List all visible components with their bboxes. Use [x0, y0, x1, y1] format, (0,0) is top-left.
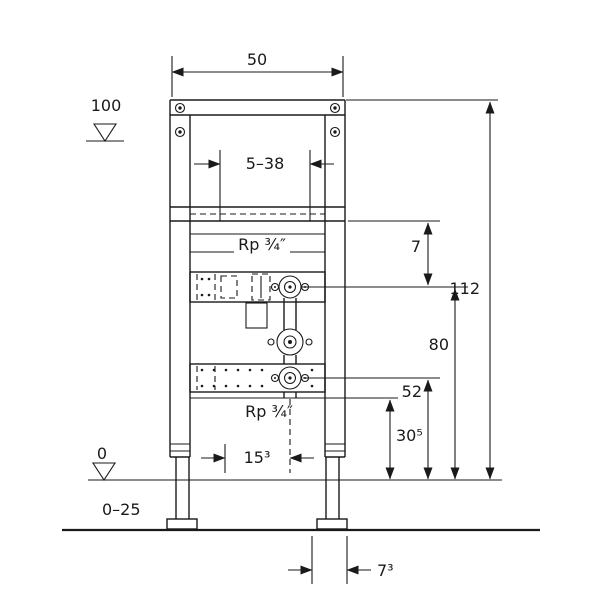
dimension-fixing-range: 5–38 — [194, 150, 334, 207]
dimension-rail-offset: 7 — [302, 220, 468, 288]
rp-upper-label: Rp ¾″ — [238, 235, 286, 254]
water-supply-lower: Rp ¾″ — [190, 392, 398, 473]
dim-label-rail-offset: 7 — [411, 237, 421, 256]
dim-label-foot-depth: 7³ — [377, 561, 394, 580]
dim-label-total-height: 112 — [449, 279, 480, 298]
dim-label-drain-offset: 15³ — [244, 448, 271, 467]
dimension-total-height: 112 — [346, 99, 498, 480]
level-marker-100: 100 — [86, 96, 124, 143]
dimension-drain-height: 52 — [303, 377, 440, 480]
dim-label-frame-width: 50 — [247, 50, 267, 69]
drain-pipe-assembly — [245, 298, 313, 364]
level-marker-0: 0 — [91, 444, 117, 482]
floor-lines: 0–25 — [62, 479, 540, 532]
dimension-foot-depth: 7³ — [288, 536, 394, 584]
rp-lower-label: Rp ¾″ — [245, 402, 293, 421]
washbasin-mounting-rail — [170, 206, 345, 222]
dimension-supply-height: 80 — [429, 288, 460, 480]
dim-label-drain-height: 52 — [402, 382, 422, 401]
floor-range-label: 0–25 — [102, 500, 141, 519]
level-0-label: 0 — [97, 444, 107, 463]
dim-label-trap-height: 30⁵ — [396, 426, 423, 445]
supply-fitting-lower — [270, 366, 310, 390]
dim-label-fixing-range: 5–38 — [246, 154, 285, 173]
dimension-drain-offset: 15³ — [201, 444, 314, 473]
water-supply-upper: Rp ¾″ — [190, 233, 325, 254]
dim-label-supply-height: 80 — [429, 335, 449, 354]
fixing-holes — [174, 102, 341, 138]
dimension-frame-width: 50 — [171, 50, 344, 97]
dimension-trap-height: 30⁵ — [385, 399, 423, 480]
mounting-plate-lower — [189, 363, 326, 393]
level-100-label: 100 — [91, 96, 122, 115]
